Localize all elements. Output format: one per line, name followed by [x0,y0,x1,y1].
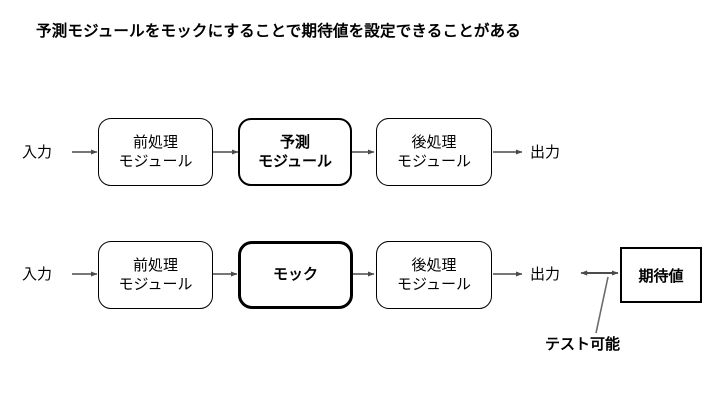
node-postprocess-2[interactable]: 後処理 モジュール [376,241,492,309]
row-1-output-label: 出力 [530,144,561,161]
node-expected-value[interactable]: 期待値 [620,247,702,303]
node-mock[interactable]: モック [238,241,353,309]
node-preprocess-2[interactable]: 前処理 モジュール [98,241,213,309]
row-2-output-label: 出力 [530,266,561,283]
node-label-line1: 前処理 [132,133,178,151]
row-1-input-label: 入力 [22,144,53,161]
node-label-line1: モック [272,266,318,284]
node-preprocess-1[interactable]: 前処理 モジュール [98,118,213,186]
annotation-testable: テスト可能 [545,336,621,353]
node-predict[interactable]: 予測 モジュール [238,118,352,186]
row-2-input-label: 入力 [22,266,53,283]
callout-leader-line [595,276,609,334]
node-label-line2: モジュール [118,276,193,293]
node-label-line2: モジュール [258,153,332,170]
node-postprocess-1[interactable]: 後処理 モジュール [376,118,492,186]
node-label-line2: モジュール [397,276,471,293]
page-title: 予測モジュールをモックにすることで期待値を設定できることがある [36,23,521,40]
node-label-line1: 予測 [279,133,310,151]
node-label-line1: 後処理 [411,133,457,151]
node-label-line1: 前処理 [132,256,178,274]
node-label-line1: 後処理 [411,256,457,274]
expected-value-label: 期待値 [638,267,684,285]
node-label-line2: モジュール [118,153,193,170]
node-label-line2: モジュール [397,153,471,170]
